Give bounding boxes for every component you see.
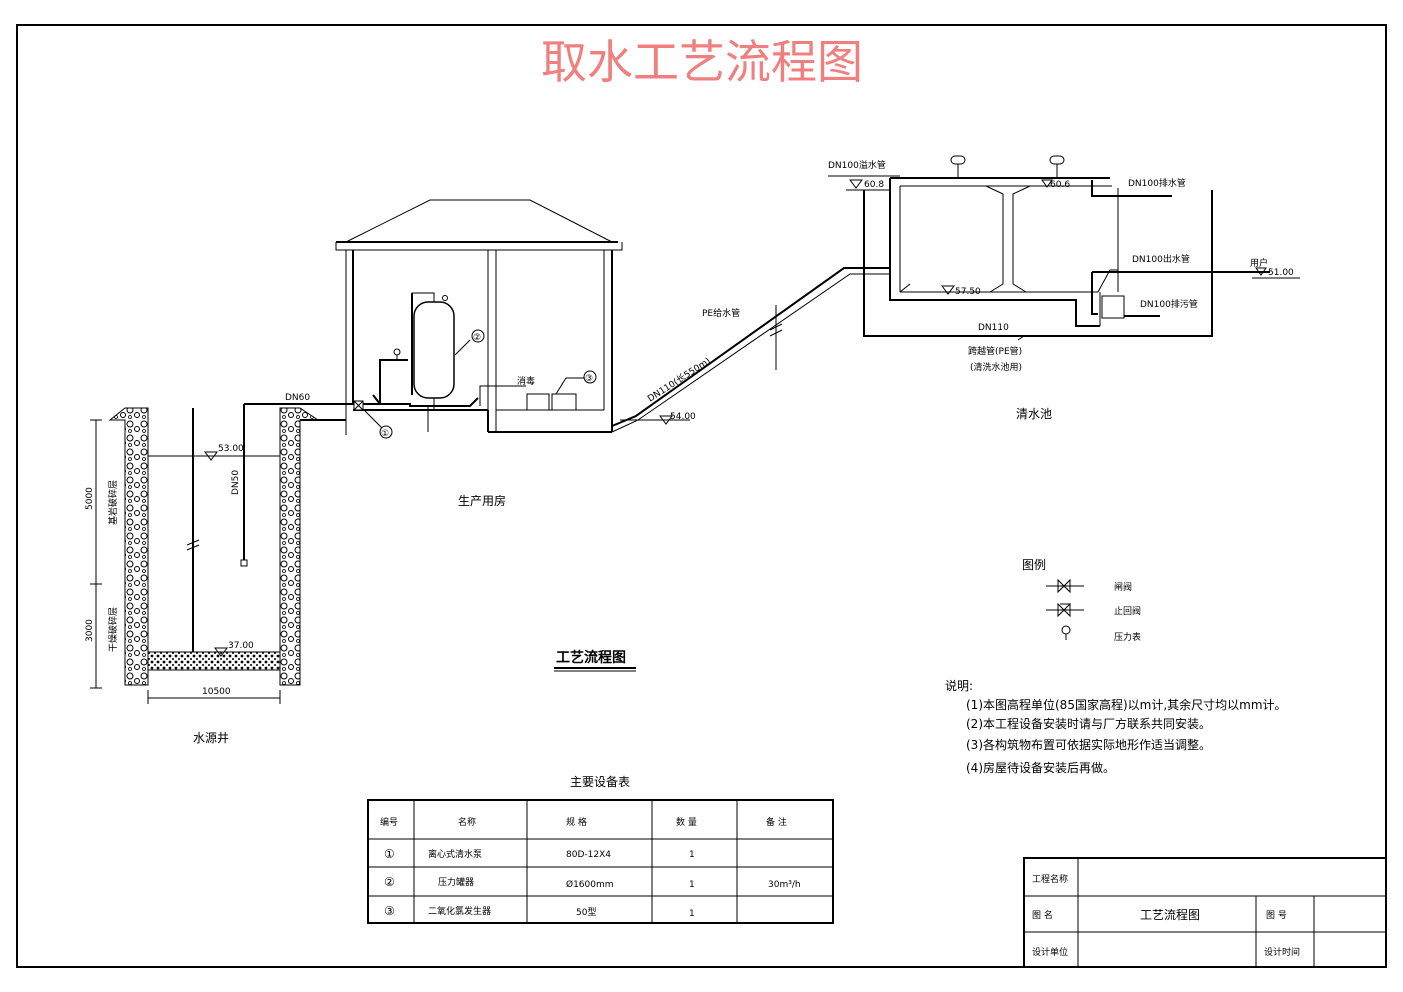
table-cell: 1 [689,880,695,890]
label-elev-top: 60.8 [864,180,884,190]
label-well-width: 10500 [202,687,231,697]
well-gravel-bed [147,651,281,671]
table-header-remark: 备 注 [766,816,787,828]
label-dn110: DN110 [978,323,1009,333]
legend-label-check-valve: 止回阀 [1114,605,1141,617]
transmission-pipe: 54.00 PE给水管 DN110(长550m) [611,267,890,433]
design-time-label: 设计时间 [1264,946,1300,958]
label-stratum-bottom: 干燥破碎层 [107,607,119,652]
drawing-name-value: 工艺流程图 [1140,907,1200,922]
label-dn110-pipe: DN110(长550m) [645,355,713,405]
table-header-spec: 规 格 [566,816,587,828]
dosing-unit [526,393,550,411]
table-cell: ③ [384,904,395,918]
note-item: (2)本工程设备安装时请与厂方联系共同安装。 [966,716,1211,731]
table-header-quantity: 数 量 [676,816,697,828]
label-bypass: 跨越管(PE管) [968,345,1022,357]
legend: 图例 闸阀 止回阀 压力表 [1022,558,1141,643]
pressure-gauge-icon [1061,625,1071,640]
drawing-name-label: 图 名 [1032,909,1053,921]
table-header-number: 编号 [380,816,398,828]
well-wall-left [108,407,149,686]
label-pool-floor: 57.50 [955,287,981,297]
notes: 说明: (1)本图高程单位(85国家高程)以m计,其余尺寸均以mm计。 (2)本… [945,678,1287,775]
water-source-well: DN60 53.00 DN50 37.00 5000 3000 基岩破碎层 干燥… [85,393,355,745]
drawing-title: 取水工艺流程图 [541,35,863,89]
label-water-level: 53.00 [218,444,244,454]
well-wall-right [279,407,320,686]
note-item: (4)房屋待设备安装后再做。 [966,760,1115,775]
notes-title: 说明: [945,678,973,693]
label-pump-pipe: DN50 [231,470,241,495]
label-dn60: DN60 [285,393,310,403]
label-elev-user: 51.00 [1268,268,1294,278]
vent-cap-right [1049,155,1065,165]
design-unit-label: 设计单位 [1032,946,1068,958]
legend-label-pressure-gauge: 压力表 [1114,631,1141,643]
label-pe-pipe: PE给水管 [702,307,740,319]
legend-label-gate-valve: 闸阀 [1114,582,1132,593]
label-user: 用户 [1250,257,1268,269]
table-cell: 80D-12X4 [566,850,611,860]
drawing-number-label: 图 号 [1266,910,1287,921]
table-cell: 30m³/h [768,880,801,890]
table-cell: ② [384,875,395,889]
label-roof-elev: 60.6 [1050,180,1070,190]
label-stratum-top: 基岩破碎层 [107,480,119,525]
project-name-label: 工程名称 [1032,873,1068,885]
table-cell: 50型 [576,907,596,918]
table-cell: 二氧化氯发生器 [428,905,491,917]
table-cell: ① [384,847,395,861]
note-item: (3)各构筑物布置可依据实际地形作适当调整。 [966,737,1211,752]
table-cell: 1 [689,850,695,860]
label-depth-bottom: 3000 [85,619,95,642]
label-outlet-pipe: DN100出水管 [1132,253,1190,265]
table-cell: 离心式清水泵 [428,848,482,860]
vent-cap-left [950,155,966,165]
note-item: (1)本图高程单位(85国家高程)以m计,其余尺寸均以mm计。 [966,697,1287,712]
label-dosing: 消毒 [517,375,535,387]
marker-1: ① [381,429,389,439]
label-elev-bottom: 54.00 [670,412,696,422]
label-vent-pipe: DN100排水管 [1128,177,1186,189]
table-cell: 压力罐器 [438,876,474,888]
label-overflow-pipe: DN100溢水管 [828,159,886,171]
label-room-name: 生产用房 [458,493,506,508]
marker-3: ③ [585,374,593,384]
label-pool-name: 清水池 [1016,407,1052,421]
table-header-name: 名称 [458,816,476,828]
equipment-title: 主要设备表 [570,775,630,789]
marker-2: ② [473,333,481,343]
label-well-name: 水源井 [193,731,229,745]
production-room: ① ② 消毒 ③ 生产用房 [300,199,623,508]
clear-water-pool: DN100溢水管 60.8 60.6 57.50 DN100排水管 DN100出 [828,155,1300,421]
label-drain-pipe: DN100排污管 [1140,298,1198,310]
title-block: 工程名称 图 名 工艺流程图 图 号 设计单位 设计时间 [1023,857,1387,968]
legend-title: 图例 [1022,558,1046,572]
table-cell: 1 [689,909,695,919]
pressure-tank [413,301,455,399]
check-valve-icon [1046,602,1084,618]
label-depth-top: 5000 [85,487,95,510]
drawing-frame [16,24,1387,968]
process-title: 工艺流程图 [556,649,626,666]
gate-valve-icon [1046,578,1084,594]
table-cell: Ø1600mm [566,879,614,890]
label-well-bottom: 37.00 [228,641,254,651]
equipment-table: 主要设备表 编号 名称 规 格 数 量 备 注 ① 离心式清水泵 80D-12X… [367,775,834,924]
label-bypass-note: (清洗水池用) [970,361,1022,373]
